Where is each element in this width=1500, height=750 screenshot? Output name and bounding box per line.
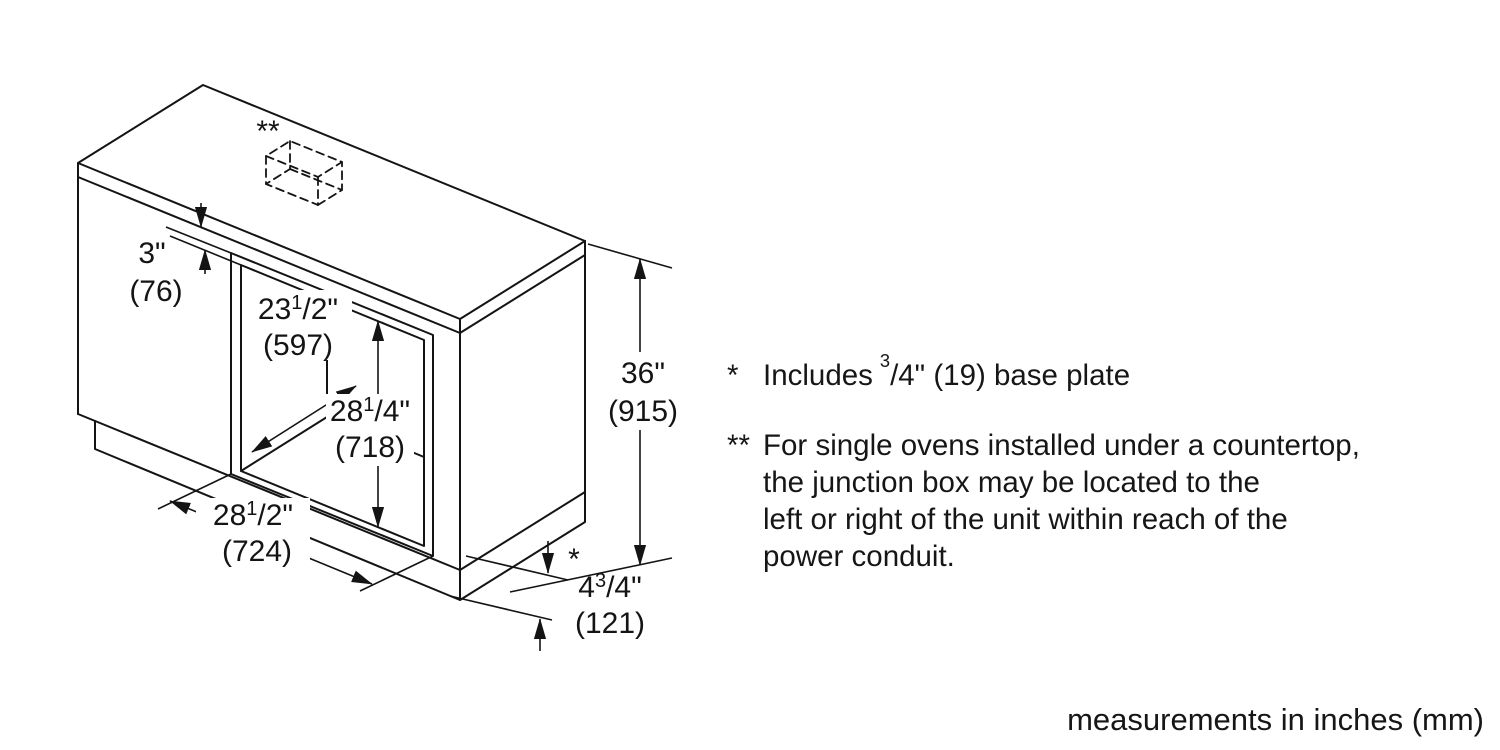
note-base-plate-text: Includes 3/4" (19) base plate bbox=[763, 351, 1131, 394]
dim-depth-inch-label: 231/2" bbox=[258, 292, 338, 326]
dim-opening-width-inch-label: 281/2" bbox=[213, 498, 293, 532]
dim-total-height-mm-label: (915) bbox=[608, 395, 678, 428]
note-line: power conduit. bbox=[763, 540, 955, 573]
dim-base-height-4threequarter bbox=[449, 541, 569, 651]
junction-box-marker: ** bbox=[256, 115, 280, 148]
dim-opening-height-mm-label: (718) bbox=[335, 431, 405, 464]
note-line: For single ovens installed under a count… bbox=[763, 429, 1360, 462]
dim-opening-width-mm-label: (724) bbox=[222, 535, 292, 568]
label-masks bbox=[196, 290, 680, 568]
dim-top-gap-mm-label: (76) bbox=[129, 275, 182, 308]
dim-opening-height-inch-label: 281/4" bbox=[330, 394, 410, 428]
footnotes: * Includes 3/4" (19) base plate ** For si… bbox=[727, 351, 1467, 575]
note-base-plate-text-rest: /4" (19) base plate bbox=[890, 359, 1131, 392]
base-plate-asterisk: * bbox=[568, 543, 580, 576]
dim-base-height-inch-label: 43/4" bbox=[578, 570, 641, 604]
dim-top-gap-3in bbox=[165, 203, 242, 274]
junction-box bbox=[265, 140, 343, 206]
dimension-labels: ** 3" (76) 231/2" (597) 281/4" (718) 281… bbox=[129, 115, 678, 640]
measurements-unit-note: measurements in inches (mm) bbox=[1067, 702, 1484, 737]
note-base-plate: * Includes 3/4" (19) base plate bbox=[727, 351, 1467, 394]
note-junction-location-text: For single ovens installed under a count… bbox=[763, 427, 1360, 575]
note-base-plate-marker: * bbox=[727, 359, 739, 392]
dim-depth-mm-label: (597) bbox=[263, 329, 333, 362]
dim-total-height-inch-label: 36" bbox=[621, 357, 665, 390]
note-line: the junction box may be located to the bbox=[763, 466, 1260, 499]
note-junction-location: ** For single ovens installed under a co… bbox=[727, 427, 1467, 575]
note-junction-location-marker: ** bbox=[727, 429, 750, 462]
note-base-plate-text-pre: Includes bbox=[763, 359, 873, 392]
note-line: left or right of the unit within reach o… bbox=[763, 503, 1288, 536]
note-base-plate-fraction-numerator: 3 bbox=[879, 349, 891, 371]
dim-top-gap-inch-label: 3" bbox=[138, 237, 165, 270]
dim-base-height-mm-label: (121) bbox=[575, 607, 645, 640]
